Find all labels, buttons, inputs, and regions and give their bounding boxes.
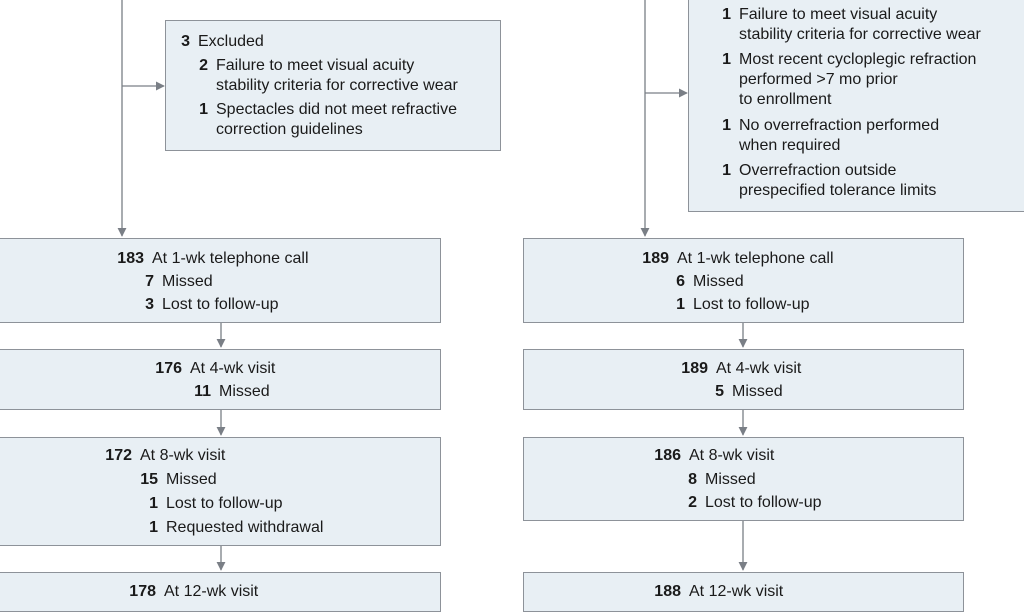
- left-week12-box: 178 At 12-wk visit: [0, 572, 441, 612]
- left-week8-sub: 15 Missed: [140, 471, 217, 488]
- right-week12-box: 188 At 12-wk visit: [523, 572, 964, 612]
- right-week4-box: 189 At 4-wk visit 5 Missed: [523, 349, 964, 410]
- right-week1-heading: 189 At 1-wk telephone call: [642, 250, 834, 267]
- right-excluded-item: 1 Failure to meet visual acuity stabilit…: [722, 6, 981, 43]
- right-excluded-item: 1 Most recent cycloplegic refraction per…: [722, 51, 977, 108]
- right-week1-sub: 1 Lost to follow-up: [676, 296, 810, 313]
- right-week8-sub: 8 Missed: [688, 471, 756, 488]
- left-week8-box: 172 At 8-wk visit 15 Missed 1 Lost to fo…: [0, 437, 441, 546]
- left-week8-sub: 1 Requested withdrawal: [149, 519, 324, 536]
- left-week4-sub: 11 Missed: [194, 383, 270, 400]
- right-week1-box: 189 At 1-wk telephone call 6 Missed 1 Lo…: [523, 238, 964, 323]
- right-excluded-item: 1 No overrefraction performed when requi…: [722, 117, 940, 154]
- left-week4-heading: 176 At 4-wk visit: [155, 360, 276, 377]
- left-week8-sub: 1 Lost to follow-up: [149, 495, 283, 512]
- left-week8-heading: 172 At 8-wk visit: [105, 447, 226, 464]
- left-excluded-box: 3 Excluded 2 Failure to meet visual acui…: [165, 20, 501, 151]
- right-excluded-item: 1 Overrefraction outside prespecified to…: [722, 162, 937, 199]
- left-week1-box: 183 At 1-wk telephone call 7 Missed 3 Lo…: [0, 238, 441, 323]
- left-excluded-heading: 3 Excluded: [176, 32, 264, 52]
- excluded-count: 3: [181, 33, 190, 50]
- left-week1-heading: 183 At 1-wk telephone call: [117, 250, 309, 267]
- right-week4-heading: 189 At 4-wk visit: [681, 360, 802, 377]
- left-excluded-item: 1 Spectacles did not meet refractive cor…: [199, 101, 458, 138]
- left-week4-box: 176 At 4-wk visit 11 Missed: [0, 349, 441, 410]
- right-week8-heading: 186 At 8-wk visit: [654, 447, 775, 464]
- right-week12-heading: 188 At 12-wk visit: [654, 583, 784, 600]
- right-week8-box: 186 At 8-wk visit 8 Missed 2 Lost to fol…: [523, 437, 964, 521]
- right-excluded-box: 1 Failure to meet visual acuity stabilit…: [688, 0, 1024, 212]
- left-excluded-item: 2 Failure to meet visual acuity stabilit…: [199, 57, 458, 94]
- excluded-label: Excluded: [198, 33, 264, 50]
- right-week8-sub: 2 Lost to follow-up: [688, 494, 822, 511]
- left-week1-sub: 3 Lost to follow-up: [145, 296, 279, 313]
- left-week1-sub: 7 Missed: [145, 273, 213, 290]
- left-week12-heading: 178 At 12-wk visit: [129, 583, 259, 600]
- right-week4-sub: 5 Missed: [715, 383, 783, 400]
- right-week1-sub: 6 Missed: [676, 273, 744, 290]
